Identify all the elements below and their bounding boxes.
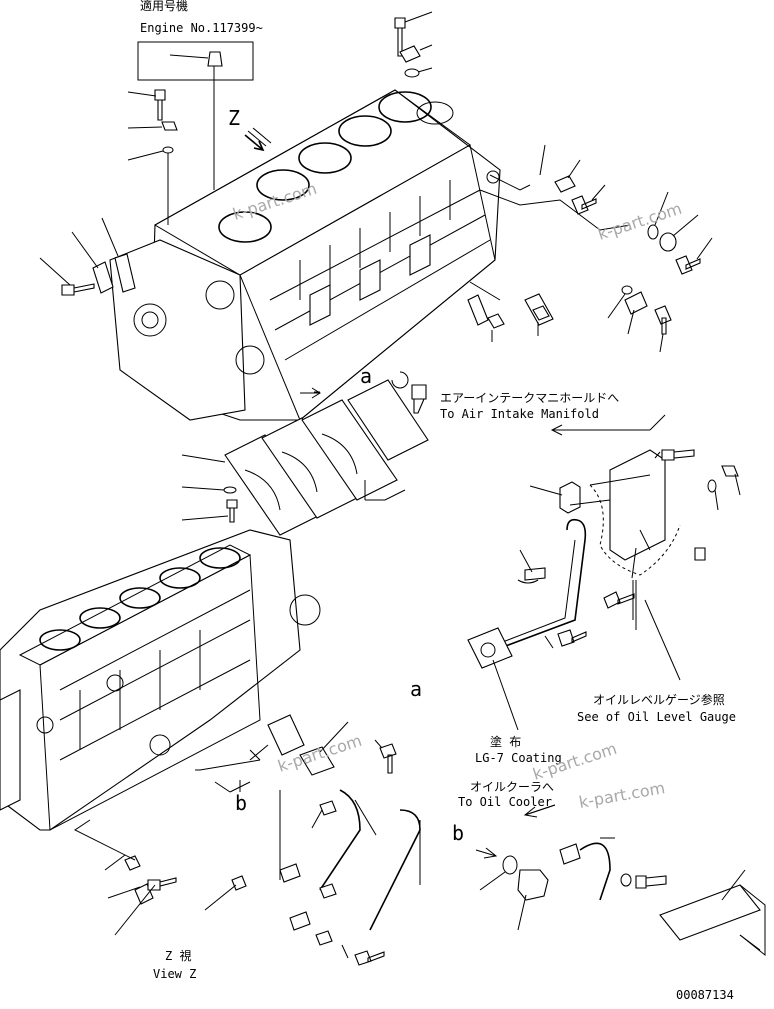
watermarks: k-part.com k-part.com k-part.com k-part.… (230, 179, 684, 812)
o-ring-right (647, 224, 659, 240)
bracket-washer (707, 479, 717, 493)
bolt-right-3 (654, 305, 672, 335)
washer-a (391, 371, 409, 389)
o-ring-lower (502, 855, 518, 875)
washer-lower (620, 873, 632, 887)
bore-6 (416, 101, 454, 125)
sensor-wire (579, 842, 611, 901)
bracket-nut (721, 465, 739, 477)
connector (559, 843, 581, 865)
washer-right (621, 285, 633, 295)
cap-bolt (226, 499, 238, 523)
bolt-left-1 (154, 89, 166, 121)
serial-frame (137, 41, 254, 81)
bolt-right-2 (675, 255, 701, 275)
oil-level-jp: オイルレベルゲージ参照 (593, 692, 725, 707)
pipe-clamps (279, 863, 311, 931)
bracket-bolt (661, 449, 695, 461)
cover-plate (267, 714, 305, 756)
watermark-5: k-part.com (577, 778, 666, 812)
bolt-small (147, 877, 177, 891)
oil-cooler-arrow (523, 804, 556, 818)
flange-right (624, 291, 648, 315)
oil-cooler-fittings (475, 804, 766, 957)
view-z-jp: Z 視 (165, 948, 191, 963)
washer (404, 68, 420, 78)
gauge-tube (494, 518, 587, 651)
bolt-lower (635, 875, 667, 889)
view-arrow (244, 134, 265, 152)
marker-b-lower: b (452, 821, 464, 845)
upper-hardware (39, 11, 713, 353)
adapter-bolt (379, 743, 397, 774)
bolt-right-1 (571, 195, 597, 215)
oil-cooler-en: To Oil Cooler (458, 795, 552, 809)
plug-cylinder (659, 884, 761, 941)
oil-gauge-assembly (467, 414, 741, 731)
gear-case-face (109, 239, 246, 421)
lower-cylinder-block (0, 529, 321, 831)
oil-cooler-piping (74, 714, 421, 966)
flange-bolt (557, 629, 587, 647)
air-intake-arrow (550, 424, 612, 436)
engine-number: Engine No.117399~ (140, 21, 263, 35)
coating-jp: 塗 布 (490, 734, 521, 749)
grommet (694, 547, 706, 561)
b-arrow (475, 847, 498, 859)
marker-b-upper: b (235, 791, 247, 815)
serial-box (137, 41, 254, 190)
bore-2 (256, 169, 310, 201)
oil-level-en: See of Oil Level Gauge (577, 710, 736, 724)
cover-front (114, 253, 136, 293)
bolt-front (61, 283, 95, 296)
flange-plate (467, 627, 513, 669)
bore-5 (378, 91, 432, 123)
bracket (609, 449, 666, 561)
chain (589, 484, 681, 576)
gasket-front (92, 261, 114, 294)
watermark-4: k-part.com (530, 739, 619, 784)
air-intake-jp: エアーインテークマニホールドへ (440, 391, 619, 405)
marker-a-upper: a (360, 364, 372, 388)
bolt-a (411, 384, 427, 414)
bore-3 (298, 142, 352, 174)
drawing-number: 00087134 (676, 988, 734, 1002)
small-plug (124, 855, 141, 871)
adapter (299, 746, 335, 776)
o-ring (162, 146, 174, 154)
filler-cap (559, 481, 581, 514)
pressure-sensor (517, 869, 549, 901)
plug-left (161, 121, 178, 131)
clip (517, 567, 546, 584)
marker-z: Z (228, 106, 240, 130)
oil-cooler-jp: オイルクーラへ (470, 780, 554, 794)
air-intake-en: To Air Intake Manifold (440, 407, 599, 421)
plug-lower (319, 800, 337, 816)
bore-1 (218, 211, 272, 243)
cap-washer (223, 486, 237, 494)
text-labels: 適用号機 Engine No.117399~ Z a a b b エアーインテー… (140, 0, 736, 1002)
plug-right-2 (659, 232, 677, 252)
bracket-small (399, 45, 421, 63)
serial-title: 適用号機 (140, 0, 188, 13)
bore-4 (338, 115, 392, 147)
plug-part (207, 51, 223, 67)
fittings-lower (487, 305, 550, 329)
coating-en: LG-7 Coating (475, 751, 562, 765)
upper-cylinder-block (109, 89, 501, 421)
view-z-en: View Z (153, 967, 196, 981)
bearing-caps (181, 371, 429, 536)
plug-right-1 (554, 175, 576, 193)
clamp-bolts (315, 883, 337, 946)
clamp-bolt (603, 591, 635, 609)
marker-a-lower: a (410, 677, 422, 701)
